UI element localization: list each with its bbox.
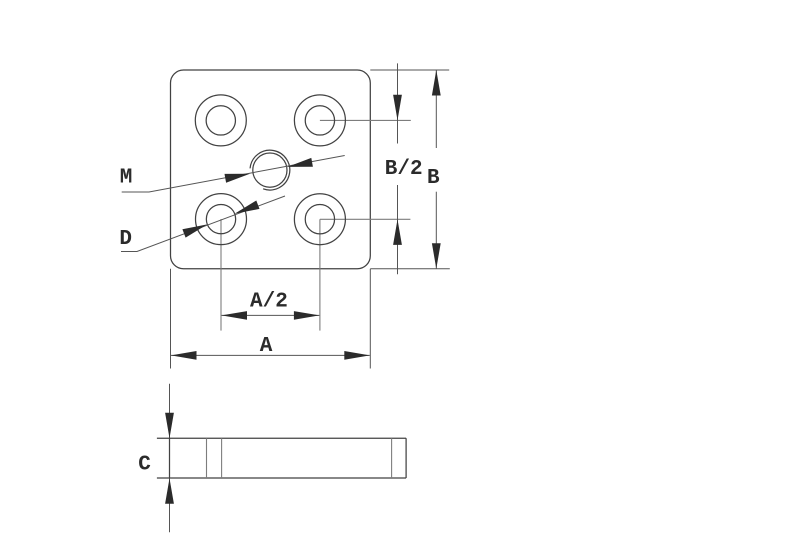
svg-text:A: A — [260, 335, 273, 358]
svg-text:D: D — [119, 228, 132, 251]
svg-text:B/2: B/2 — [385, 158, 423, 181]
svg-text:C: C — [138, 454, 151, 477]
svg-text:A/2: A/2 — [250, 291, 288, 314]
svg-text:B: B — [427, 167, 440, 190]
svg-text:M: M — [120, 167, 133, 190]
